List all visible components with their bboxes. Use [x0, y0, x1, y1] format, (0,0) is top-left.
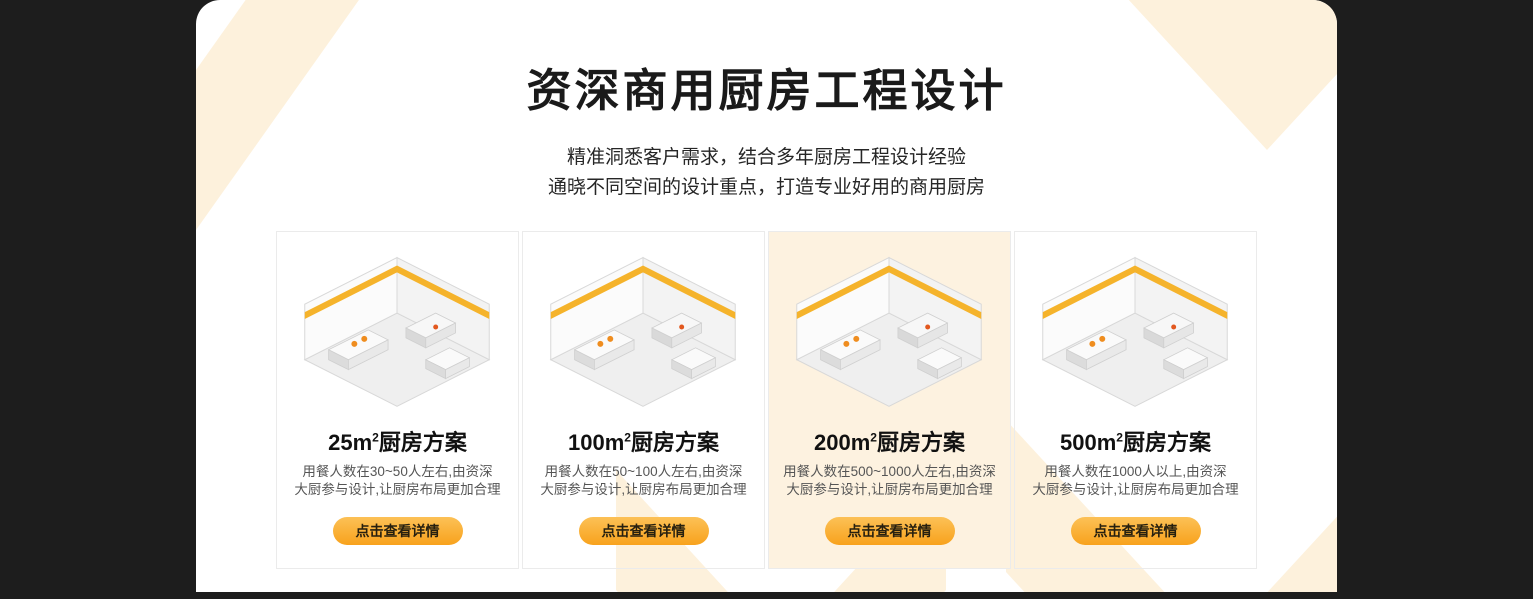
card-description: 用餐人数在500~1000人左右,由资深 大厨参与设计,让厨房布局更加合理: [769, 463, 1010, 499]
kitchen-isometric-render: [549, 256, 737, 407]
section-subtitle: 精准洞悉客户需求，结合多年厨房工程设计经验 通晓不同空间的设计重点，打造专业好用…: [196, 143, 1337, 203]
card-title-sup: 2: [372, 430, 379, 445]
card-title: 200m2厨房方案: [769, 425, 1010, 457]
kitchen-isometric-render: [303, 256, 491, 407]
view-details-button[interactable]: 点击查看详情: [332, 517, 463, 546]
plan-card-100m2: 100m2厨房方案 用餐人数在50~100人左右,由资深 大厨参与设计,让厨房布…: [522, 231, 765, 569]
card-title-rest: 厨房方案: [877, 430, 966, 455]
card-description: 用餐人数在30~50人左右,由资深 大厨参与设计,让厨房布局更加合理: [277, 463, 518, 499]
card-title-area: 100m: [567, 430, 625, 455]
plan-card-25m2: 25m2厨房方案 用餐人数在30~50人左右,由资深 大厨参与设计,让厨房布局更…: [276, 231, 519, 569]
content-panel: 资深商用厨房工程设计 精准洞悉客户需求，结合多年厨房工程设计经验 通晓不同空间的…: [196, 0, 1337, 592]
view-details-button[interactable]: 点击查看详情: [1070, 517, 1201, 546]
kitchen-render-500m2-image: [1015, 232, 1256, 417]
card-title-rest: 厨房方案: [378, 430, 467, 455]
kitchen-isometric-render: [795, 256, 983, 407]
card-title: 500m2厨房方案: [1015, 425, 1256, 457]
card-title-area: 500m: [1059, 430, 1117, 455]
plan-cards-row: 25m2厨房方案 用餐人数在30~50人左右,由资深 大厨参与设计,让厨房布局更…: [196, 231, 1337, 569]
card-title-area: 25m: [328, 430, 373, 455]
card-desc-line-2: 大厨参与设计,让厨房布局更加合理: [1032, 482, 1239, 498]
plan-card-200m2: 200m2厨房方案 用餐人数在500~1000人左右,由资深 大厨参与设计,让厨…: [768, 231, 1011, 569]
card-title-area: 200m: [813, 430, 871, 455]
card-title-sup: 2: [624, 430, 631, 445]
card-desc-line-2: 大厨参与设计,让厨房布局更加合理: [540, 482, 747, 498]
kitchen-render-25m2-image: [277, 232, 518, 417]
card-desc-line-2: 大厨参与设计,让厨房布局更加合理: [786, 482, 993, 498]
subtitle-line-1: 精准洞悉客户需求，结合多年厨房工程设计经验: [566, 147, 966, 168]
card-desc-line-1: 用餐人数在500~1000人左右,由资深: [783, 464, 996, 479]
card-description: 用餐人数在50~100人左右,由资深 大厨参与设计,让厨房布局更加合理: [523, 463, 764, 499]
card-description: 用餐人数在1000人以上,由资深 大厨参与设计,让厨房布局更加合理: [1015, 463, 1256, 499]
kitchen-render-200m2-image: [769, 232, 1010, 417]
card-desc-line-1: 用餐人数在30~50人左右,由资深: [302, 464, 493, 479]
card-title-rest: 厨房方案: [1123, 430, 1212, 455]
card-desc-line-2: 大厨参与设计,让厨房布局更加合理: [294, 482, 501, 498]
view-details-button[interactable]: 点击查看详情: [578, 517, 709, 546]
card-desc-line-1: 用餐人数在50~100人左右,由资深: [544, 464, 743, 479]
view-details-button[interactable]: 点击查看详情: [824, 517, 955, 546]
card-title-sup: 2: [870, 430, 877, 445]
card-title-sup: 2: [1116, 430, 1123, 445]
plan-card-500m2: 500m2厨房方案 用餐人数在1000人以上,由资深 大厨参与设计,让厨房布局更…: [1014, 231, 1257, 569]
kitchen-isometric-render: [1041, 256, 1229, 407]
hero-section: 资深商用厨房工程设计 精准洞悉客户需求，结合多年厨房工程设计经验 通晓不同空间的…: [196, 0, 1337, 203]
card-title: 100m2厨房方案: [523, 425, 764, 457]
section-title: 资深商用厨房工程设计: [526, 65, 1007, 116]
kitchen-render-100m2-image: [523, 232, 764, 417]
subtitle-line-2: 通晓不同空间的设计重点，打造专业好用的商用厨房: [547, 177, 985, 198]
card-title: 25m2厨房方案: [277, 425, 518, 457]
card-desc-line-1: 用餐人数在1000人以上,由资深: [1044, 464, 1227, 479]
card-title-rest: 厨房方案: [631, 430, 720, 455]
